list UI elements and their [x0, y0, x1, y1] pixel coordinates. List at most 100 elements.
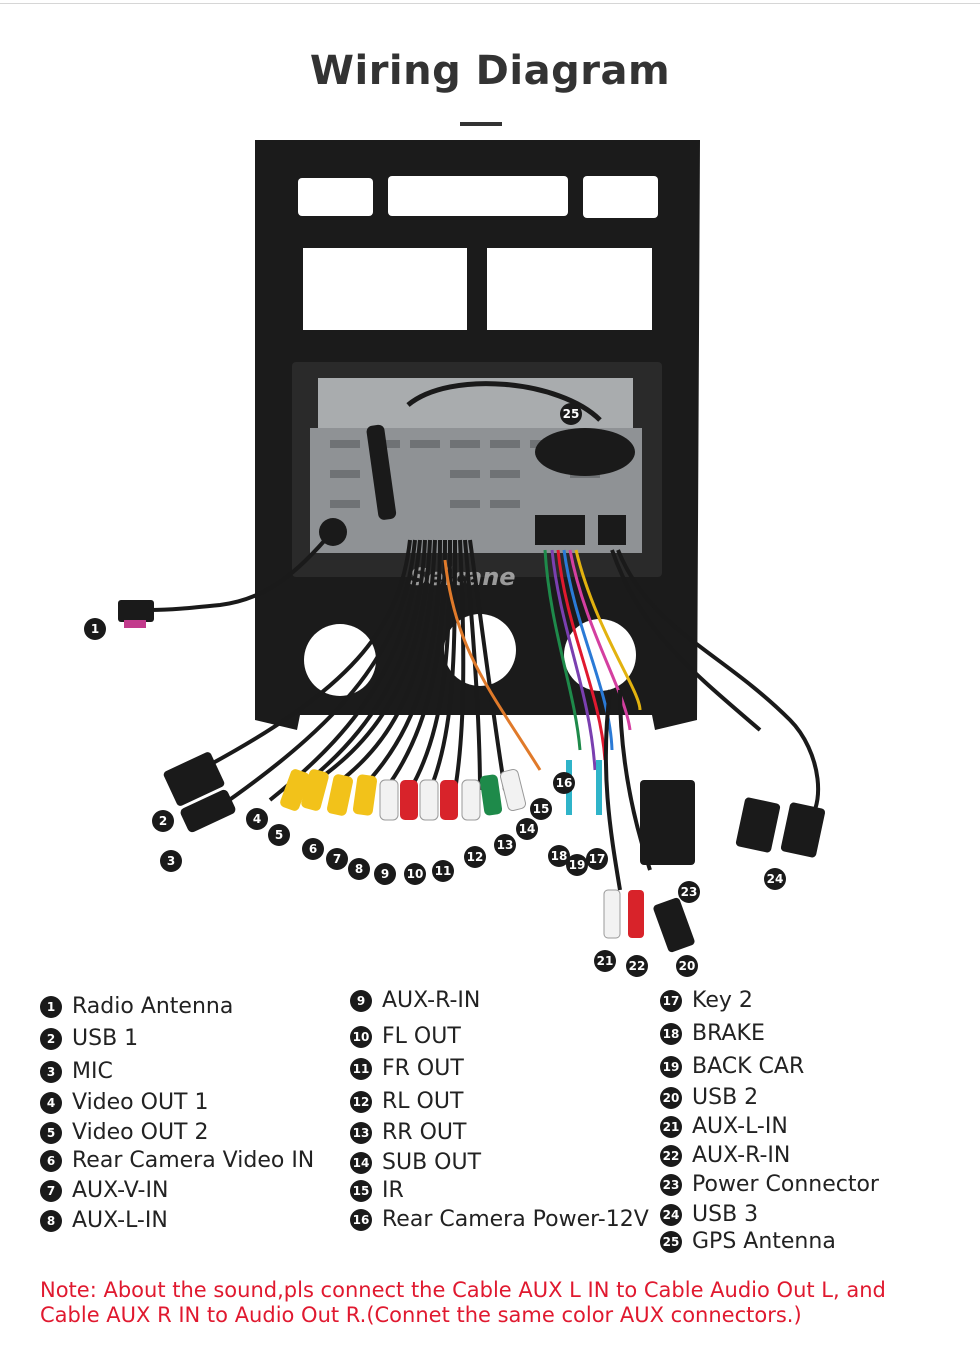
rca-connectors [280, 768, 527, 821]
legend-item: 15 IR [350, 1178, 404, 1203]
callout-7: 7 [326, 848, 348, 870]
legend-label: Power Connector [692, 1172, 879, 1197]
callout-5: 5 [268, 824, 290, 846]
legend-number: 16 [350, 1208, 372, 1231]
frame-window-left [303, 248, 467, 330]
callout-14: 14 [516, 818, 538, 840]
legend-number: 9 [350, 989, 372, 1012]
legend-item: 25 GPS Antenna [660, 1229, 836, 1254]
legend-item: 24 USB 3 [660, 1202, 758, 1227]
legend-number: 10 [350, 1025, 372, 1048]
legend-number: 23 [660, 1173, 682, 1196]
usb3-plug-b [780, 802, 826, 858]
legend-label: AUX-L-IN [72, 1208, 168, 1233]
legend-item: 3 MIC [40, 1059, 113, 1084]
legend-number: 7 [40, 1179, 62, 1202]
legend-item: 18 BRAKE [660, 1021, 765, 1046]
legend-label: RL OUT [382, 1089, 464, 1114]
legend-label: Video OUT 1 [72, 1090, 209, 1115]
legend-number: 17 [660, 989, 682, 1012]
callout-12: 12 [464, 846, 486, 868]
callout-11: 11 [432, 860, 454, 882]
callout-18: 18 [548, 845, 570, 867]
callout-23: 23 [678, 881, 700, 903]
top-divider [0, 3, 980, 4]
legend-label: MIC [72, 1059, 113, 1084]
callout-9: 9 [374, 863, 396, 885]
legend-item: 17 Key 2 [660, 988, 753, 1013]
callout-2: 2 [152, 810, 174, 832]
legend-number: 3 [40, 1060, 62, 1083]
main-harness-plug [535, 515, 585, 545]
callout-22: 22 [626, 955, 648, 977]
legend-label: GPS Antenna [692, 1229, 836, 1254]
power-plug [598, 515, 626, 545]
callout-20: 20 [676, 955, 698, 977]
legend-number: 5 [40, 1121, 62, 1144]
wiring-illustration: Seicane [118, 140, 826, 953]
page-title: Wiring Diagram [309, 48, 671, 94]
usb2-plug [653, 897, 695, 953]
legend-label: AUX-V-IN [72, 1178, 169, 1203]
callout-24: 24 [764, 868, 786, 890]
legend-label: BRAKE [692, 1021, 765, 1046]
legend-label: IR [382, 1178, 404, 1203]
frame-slot-top-left [298, 178, 373, 216]
callout-4: 4 [246, 808, 268, 830]
legend-label: AUX-R-IN [692, 1143, 791, 1168]
legend-number: 2 [40, 1027, 62, 1050]
power-connector [640, 780, 695, 865]
legend-label: Radio Antenna [72, 994, 234, 1019]
legend-label: FR OUT [382, 1056, 464, 1081]
legend-number: 1 [40, 995, 62, 1018]
callout-1: 1 [84, 618, 106, 640]
legend-number: 13 [350, 1121, 372, 1144]
usb1-plug [163, 752, 225, 806]
legend-number: 18 [660, 1022, 682, 1045]
callout-21: 21 [594, 950, 616, 972]
legend-label: USB 3 [692, 1202, 759, 1227]
legend-label: AUX-R-IN [382, 988, 481, 1013]
vent-right [564, 619, 636, 691]
legend-number: 12 [350, 1090, 372, 1113]
callout-6: 6 [302, 838, 324, 860]
legend-label: Key 2 [692, 988, 753, 1013]
legend-label: SUB OUT [382, 1150, 482, 1175]
legend-label: Rear Camera Power-12V [382, 1207, 649, 1232]
callout-25: 25 [560, 403, 582, 425]
legend-item: 7 AUX-V-IN [40, 1178, 168, 1203]
legend-label: AUX-L-IN [692, 1114, 788, 1139]
legend-item: 4 Video OUT 1 [40, 1090, 208, 1115]
callout-17: 17 [586, 848, 608, 870]
legend-label: Rear Camera Video IN [72, 1148, 315, 1173]
legend-item: 12 RL OUT [350, 1089, 463, 1114]
legend-item: 5 Video OUT 2 [40, 1120, 208, 1145]
title-underline [460, 122, 502, 126]
wifi-antenna [366, 424, 397, 520]
callout-15: 15 [530, 798, 552, 820]
radio-antenna-connector [118, 600, 154, 622]
antenna-port [319, 518, 347, 546]
legend-number: 25 [660, 1230, 682, 1253]
legend-number: 24 [660, 1203, 682, 1226]
sound-connection-note: Note: About the sound,pls connect the Ca… [40, 1278, 886, 1327]
legend-number: 15 [350, 1179, 372, 1202]
legend-number: 4 [40, 1091, 62, 1114]
legend-label: BACK CAR [692, 1054, 805, 1079]
legend-number: 20 [660, 1086, 682, 1109]
legend-label: Video OUT 2 [72, 1120, 209, 1145]
frame-window-right [487, 248, 652, 330]
vent-left [304, 624, 376, 696]
legend-number: 11 [350, 1057, 372, 1080]
legend-number: 8 [40, 1209, 62, 1232]
aux-r-in-plug [628, 890, 644, 938]
callout-3: 3 [160, 850, 182, 872]
legend-item: 8 AUX-L-IN [40, 1208, 168, 1233]
